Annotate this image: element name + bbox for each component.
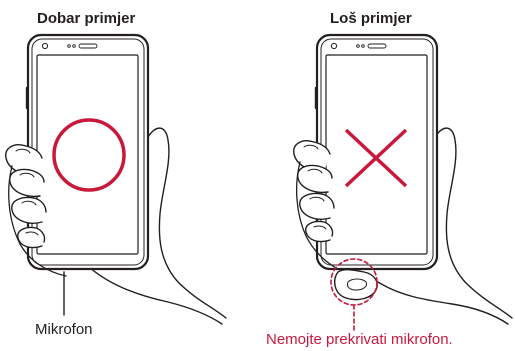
good-fingers	[5, 144, 67, 277]
bad-example-title: Loš primjer	[330, 10, 412, 27]
bad-example-illustration	[293, 33, 513, 331]
good-example-title: Dobar primjer	[37, 10, 136, 27]
bad-fingers	[293, 140, 378, 301]
x-cross-icon	[344, 128, 408, 188]
bad-example-caption: Nemojte prekrivati mikrofon.	[266, 331, 453, 348]
good-example-caption: Mikrofon	[35, 321, 93, 338]
good-hand-palm	[87, 127, 227, 325]
bad-phone	[314, 33, 439, 271]
circle-icon	[52, 118, 126, 192]
good-example-illustration	[5, 33, 227, 325]
good-phone	[25, 33, 150, 271]
bad-hand-palm	[377, 127, 513, 325]
